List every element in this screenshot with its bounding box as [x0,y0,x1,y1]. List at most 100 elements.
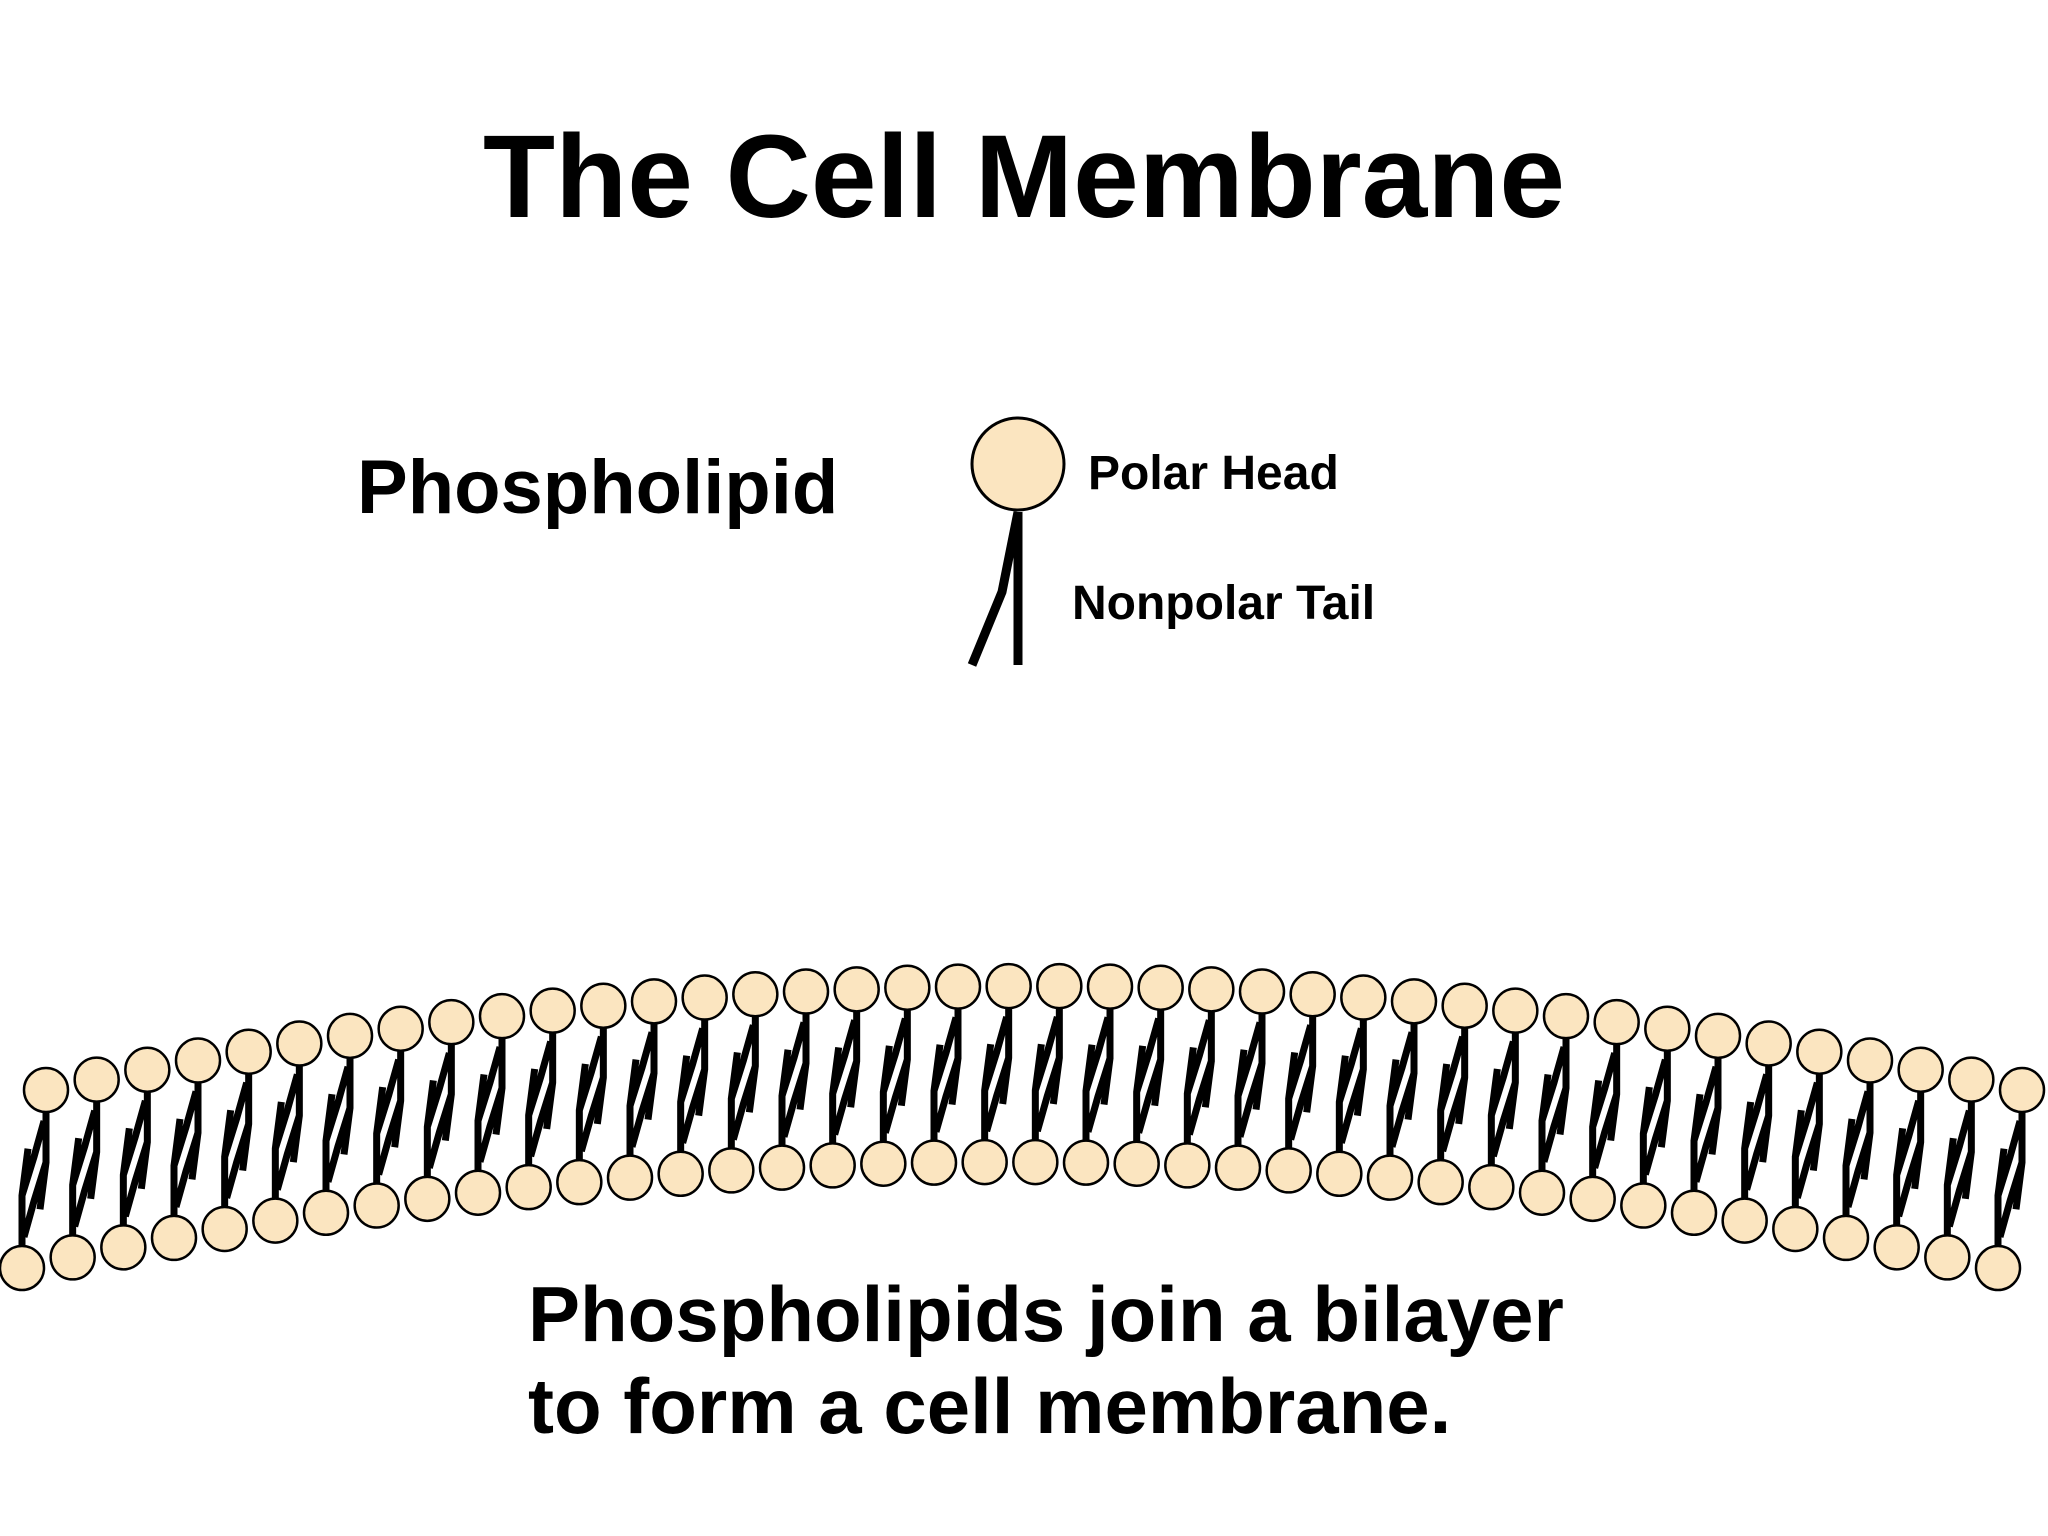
phospholipid-pair [1569,998,1640,1223]
bilayer-head-bottom-icon [100,1224,147,1271]
bilayer-head-bottom-icon [302,1189,350,1237]
bilayer-head-top-icon [1086,963,1134,1010]
phospholipid-pair [1822,1037,1894,1262]
tail-pair-icon [525,1030,557,1168]
bilayer-head-top-icon [529,987,576,1034]
bilayer-head-top-icon [1289,971,1336,1018]
bilayer-head-top-icon [73,1056,120,1103]
phospholipid-pair [657,974,728,1198]
bilayer-head-bottom-icon [505,1163,552,1211]
page-title: The Cell Membrane [483,111,1565,243]
tail-pair-icon [1386,1021,1418,1158]
tail-pair-icon [1234,1011,1266,1148]
bilayer-head-top-icon [1644,1005,1691,1052]
bilayer-head-top-icon [884,964,931,1011]
bilayer-head-top-icon [1593,998,1640,1046]
tail-pair-icon [879,1007,911,1144]
bilayer-head-top-icon [428,998,475,1046]
bilayer-head-top-icon [1998,1066,2046,1114]
bilayer-head-bottom-icon [201,1205,248,1253]
tail-pair-icon [1994,1110,2026,1248]
tail-pair-icon [829,1009,861,1146]
tail-pair-icon [1741,1063,1773,1201]
bilayer-head-bottom-icon [1366,1154,1414,1201]
bilayer-head-top-icon [1340,974,1387,1021]
phospholipid-label: Phospholipid [357,445,839,530]
bilayer-head-bottom-icon [0,1244,46,1292]
phospholipid-pair [252,1020,323,1244]
tail-pair-icon [626,1021,658,1158]
phospholipid-pair [606,978,678,1201]
phospholipid-pair [49,1056,120,1281]
bilayer-head-bottom-icon [404,1175,451,1223]
bilayer-head-bottom-icon [1924,1234,1971,1281]
bilayer-head-top-icon [985,962,1032,1010]
polar-head-icon [970,416,1066,512]
bilayer-head-bottom-icon [860,1140,907,1187]
tail-pair-icon [423,1042,455,1179]
phospholipid-pair [150,1037,222,1262]
bilayer-head-bottom-icon [809,1142,856,1189]
tail-pair-icon [981,1006,1013,1143]
bilayer-head-bottom-icon [252,1197,299,1244]
tail-pair-icon [1943,1099,1975,1238]
tail-pair-icon [119,1089,151,1228]
bilayer-head-top-icon [1694,1012,1742,1060]
bilayer-head-bottom-icon [1721,1197,1768,1244]
caption: Phospholipids join a bilayer to form a c… [528,1268,1564,1452]
tail-pair-icon [1031,1006,1063,1143]
bilayer-head-bottom-icon [1164,1142,1211,1189]
bilayer-head-bottom-icon [1468,1163,1515,1211]
phospholipid-pair [201,1028,272,1253]
bilayer-head-top-icon [124,1046,171,1094]
tail-pair-icon [18,1110,50,1248]
phospholipid-pair [1366,978,1438,1201]
tail-pair-icon [778,1011,810,1148]
bilayer-head-top-icon [1188,966,1235,1013]
bilayer-head-top-icon [732,971,779,1018]
bilayer-head-top-icon [1796,1028,1843,1075]
bilayer-head-top-icon [833,966,880,1013]
phospholipid-pair [1873,1046,1944,1271]
phospholipid-pair [1670,1012,1742,1237]
tail-pair-icon [69,1099,101,1238]
phospholipid-pair [1772,1028,1843,1253]
tail-pair-icon [1082,1006,1114,1143]
bilayer-head-bottom-icon [556,1158,603,1206]
bilayer-head-top-icon [681,974,728,1021]
bilayer-head-top-icon [1745,1020,1792,1067]
phospholipid-pair [404,998,475,1223]
phospholipid-pair [0,1066,70,1292]
tail-pair-icon [1690,1055,1722,1193]
tail-pair-icon [1538,1036,1570,1173]
bilayer-head-bottom-icon [1113,1140,1160,1187]
tail-pair-icon [1335,1017,1367,1154]
phospholipid-pair [1316,974,1387,1198]
tail-pair-icon [322,1055,354,1193]
bilayer-head-top-icon [326,1012,374,1060]
bilayer-head-bottom-icon [1620,1182,1667,1229]
phospholipid-pair [505,987,576,1211]
bilayer-head-bottom-icon [910,1139,958,1186]
bilayer-head-bottom-icon [1670,1189,1718,1237]
bilayer-head-bottom-icon [353,1182,400,1229]
bilayer-head-bottom-icon [1518,1169,1566,1216]
nonpolar-tail-icon [967,511,1023,667]
bilayer-head-bottom-icon [150,1214,198,1262]
bilayer-head-bottom-icon [1062,1139,1110,1186]
phospholipid-pair [961,962,1032,1186]
lipid-bilayer [0,962,2046,1292]
phospholipid-pair [100,1046,171,1271]
tail-pair-icon [1639,1048,1671,1186]
bilayer-head-bottom-icon [606,1154,654,1201]
phospholipid-pair [910,963,982,1186]
phospholipid-pair [809,966,880,1189]
bilayer-head-bottom-icon [758,1144,806,1191]
phospholipid-pair [1265,971,1336,1194]
bilayer-head-top-icon [1036,962,1083,1010]
bilayer-head-top-icon [174,1037,222,1084]
bilayer-head-bottom-icon [1873,1224,1920,1271]
tail-pair-icon [474,1036,506,1173]
bilayer-head-top-icon [377,1005,424,1052]
